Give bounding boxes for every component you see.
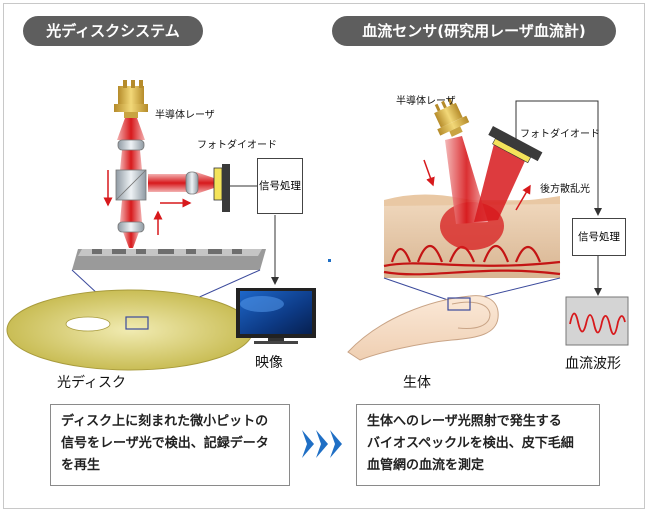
- finger-icon: [347, 295, 499, 361]
- left-laser-diode-icon: [114, 80, 148, 118]
- right-description-line: 血管網の血流を測定: [367, 458, 485, 473]
- right-laser-diode-icon: [434, 97, 470, 137]
- video-output-label: 映像: [255, 355, 283, 371]
- left-description-line: ディスク上に刻まれた微小ピットの: [61, 414, 269, 429]
- left-signal-processing-box: 信号処理: [257, 158, 303, 214]
- right-photodiode-icon: [488, 126, 543, 164]
- blood-flow-waveform-icon: [565, 296, 629, 346]
- left-description-line: 信号をレーザ光で検出、記録データ: [61, 436, 269, 451]
- left-description-box: ディスク上に刻まれた微小ピットの 信号をレーザ光で検出、記録データ を再生: [50, 404, 290, 486]
- right-laser-label: 半導体レーザ: [396, 96, 456, 107]
- tv-monitor-icon: [236, 288, 316, 344]
- right-description-line: 生体へのレーザ光照射で発生する: [367, 414, 562, 429]
- blood-flow-waveform-label: 血流波形: [565, 356, 621, 372]
- optical-disc-icon: [6, 289, 254, 371]
- right-description-box: 生体へのレーザ光照射で発生する バイオスペックルを検出、皮下毛細 血管網の血流を…: [356, 404, 600, 486]
- backscatter-label: 後方散乱光: [540, 184, 590, 195]
- right-section-title: 血流センサ(研究用レーザ血流計): [332, 16, 616, 46]
- right-photodiode-label: フォトダイオード: [520, 129, 600, 140]
- body-label: 生体: [403, 375, 431, 391]
- left-section-title: 光ディスクシステム: [23, 16, 203, 46]
- arrow-chevrons-icon: [302, 430, 342, 458]
- right-description-line: バイオスペックルを検出、皮下毛細: [367, 436, 574, 451]
- disc-pit-surface: [72, 249, 266, 270]
- left-laser-label: 半導体レーザ: [155, 110, 215, 121]
- left-photodiode-label: フォトダイオード: [197, 140, 277, 151]
- right-signal-processing-box: 信号処理: [572, 218, 626, 256]
- left-description-line: を再生: [61, 458, 101, 473]
- disc-label: 光ディスク: [57, 375, 127, 391]
